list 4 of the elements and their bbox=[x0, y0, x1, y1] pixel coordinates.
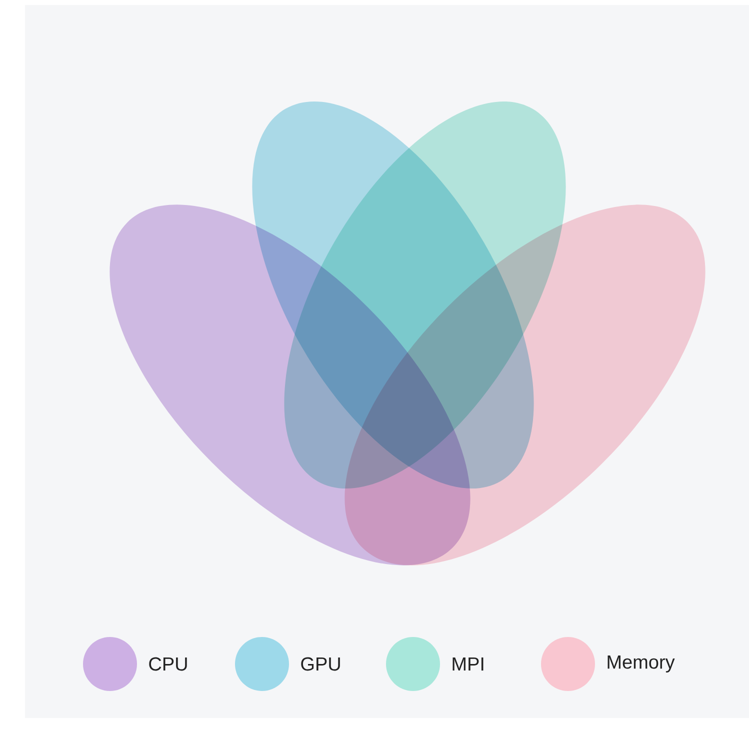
legend-label: GPU bbox=[301, 657, 340, 671]
legend-label: CPU bbox=[149, 657, 187, 671]
legend-label: Memory bbox=[608, 656, 675, 672]
legend-label: MPI bbox=[452, 657, 484, 671]
